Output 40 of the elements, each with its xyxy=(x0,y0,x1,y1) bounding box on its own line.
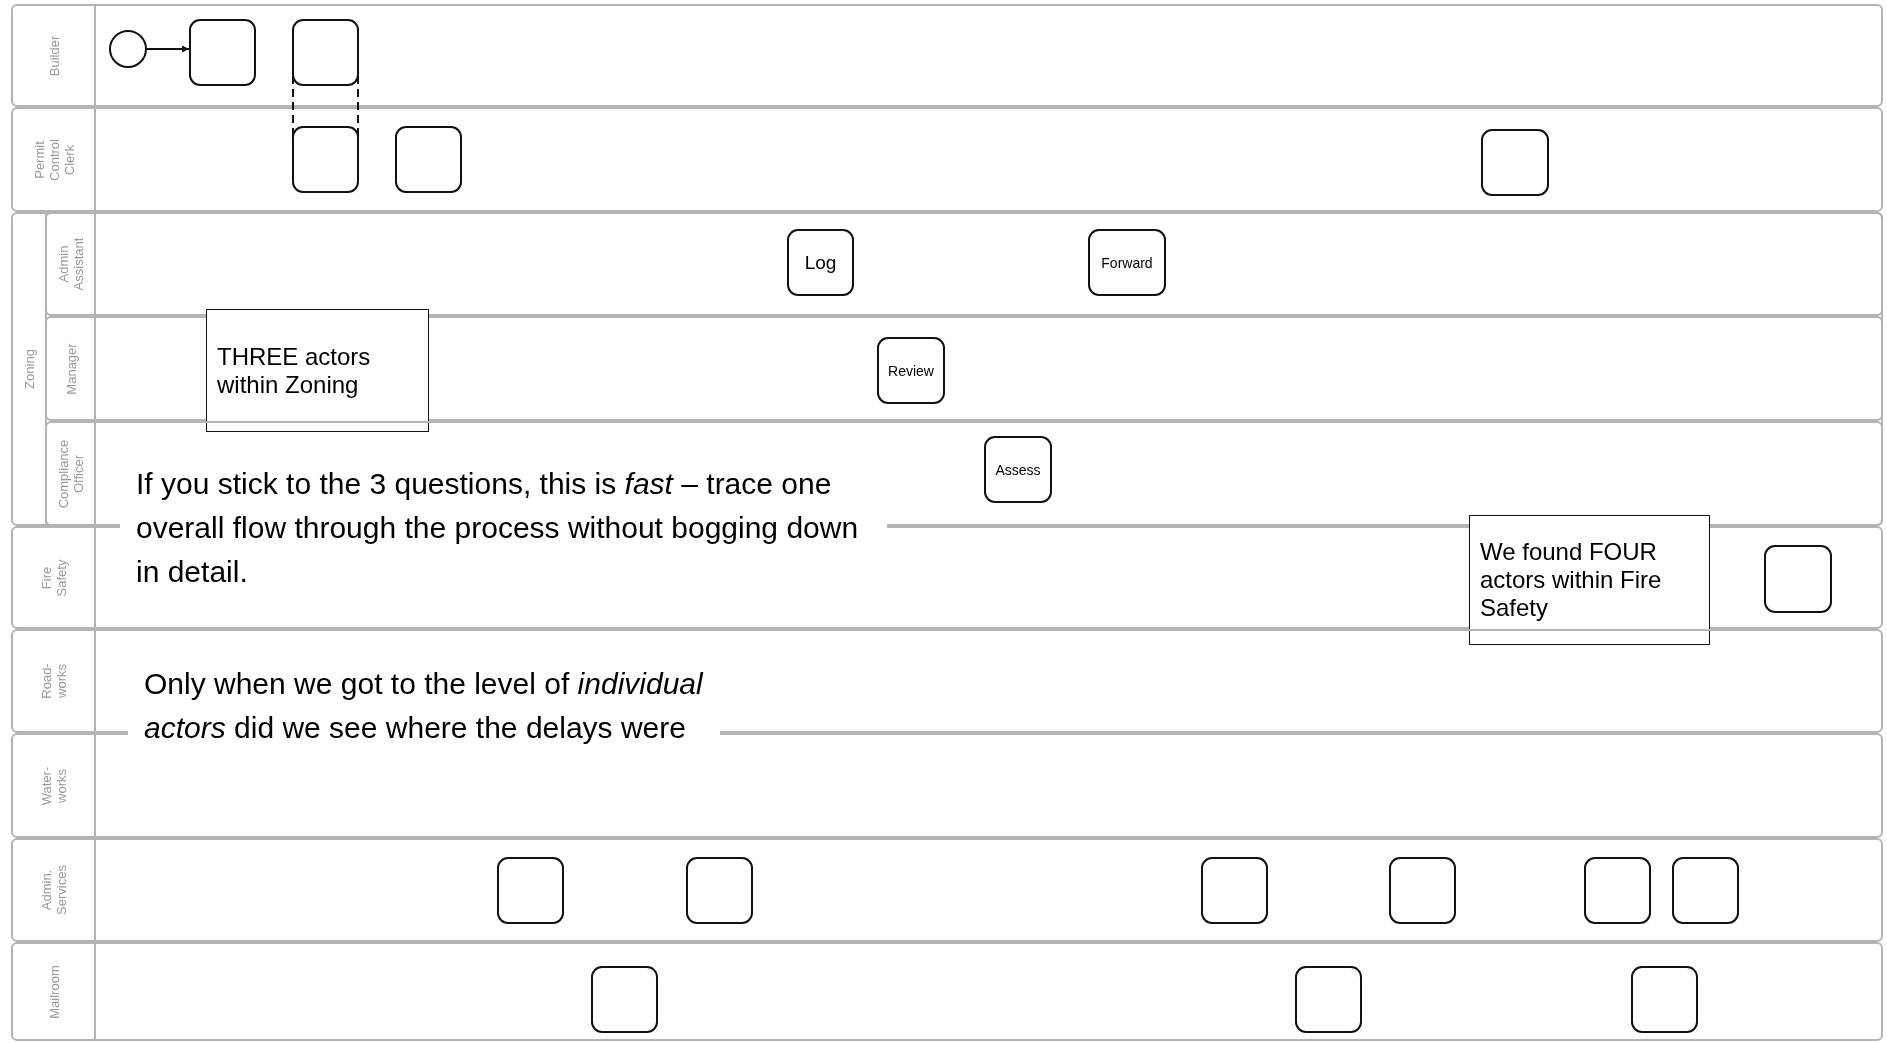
lane-label: Compliance Officer xyxy=(55,438,86,510)
task-box xyxy=(1672,857,1739,924)
task-box xyxy=(395,126,462,193)
task-box xyxy=(1631,966,1698,1033)
task-box: Review xyxy=(877,337,945,404)
swimlane xyxy=(45,212,1883,316)
lane-label: Manager xyxy=(63,341,78,397)
task-box xyxy=(1481,129,1549,196)
lane-label: Mailroom xyxy=(46,963,61,1021)
task-box xyxy=(1584,857,1651,924)
task-box xyxy=(292,19,359,86)
task-box: Forward xyxy=(1088,229,1166,296)
task-box: Assess xyxy=(984,436,1052,503)
task-box xyxy=(591,966,658,1033)
task-box xyxy=(1295,966,1362,1033)
swimlane xyxy=(11,838,1883,942)
task-box xyxy=(292,126,359,193)
lane-label: Admin Assistant xyxy=(55,236,86,293)
annotation-box: THREE actors within Zoning xyxy=(206,309,429,432)
association-line xyxy=(292,75,359,137)
task-box xyxy=(686,857,753,924)
swimlane xyxy=(11,4,1883,107)
lane-label: Road- works xyxy=(38,662,69,701)
task-box xyxy=(1389,857,1456,924)
swimlane xyxy=(11,942,1883,1041)
swimlane xyxy=(11,107,1883,212)
task-box xyxy=(497,857,564,924)
task-box xyxy=(1764,545,1832,613)
lane-label: Water- works xyxy=(38,765,69,807)
lane-label: Admin. Services xyxy=(38,864,69,917)
lane-label: Builder xyxy=(46,34,61,78)
sequence-flow xyxy=(146,45,190,53)
start-event xyxy=(109,30,147,68)
lane-label: Fire Safety xyxy=(38,558,69,598)
task-box xyxy=(1201,857,1268,924)
task-box: Log xyxy=(787,229,854,296)
annotation-box: We found FOUR actors within Fire Safety xyxy=(1469,515,1710,645)
task-box xyxy=(189,19,256,86)
lane-label: Permit Control Clerk xyxy=(31,137,76,183)
lane-label: Zoning xyxy=(21,348,37,391)
